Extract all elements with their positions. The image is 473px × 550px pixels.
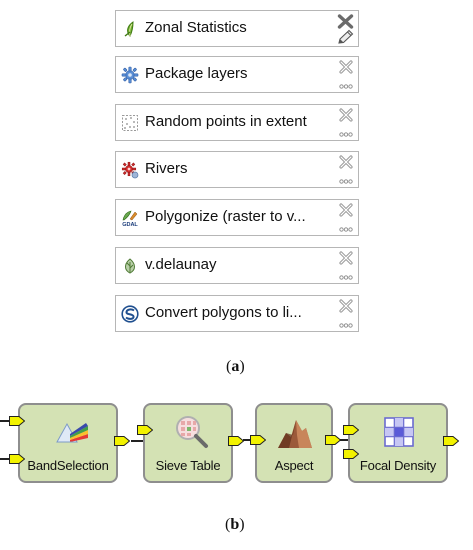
package-layers-icon — [121, 66, 139, 84]
caption-letter: a — [231, 358, 240, 375]
close-icon[interactable] — [339, 108, 353, 122]
caption-paren-open: ( — [225, 516, 231, 533]
algorithm-item-polygonize[interactable]: GDAL Polygonize (raster to v... — [115, 199, 359, 236]
caption-paren-close: ) — [239, 358, 245, 375]
more-options-icon[interactable] — [339, 132, 353, 137]
algorithm-item-v-delaunay[interactable]: v.delaunay — [115, 247, 359, 284]
block-label: Aspect — [274, 458, 314, 473]
block-aspect[interactable]: Aspect — [255, 403, 333, 483]
block-label: BandSelection — [27, 458, 109, 473]
gdal-icon: GDAL — [122, 210, 138, 227]
random-points-icon — [122, 115, 138, 131]
close-icon[interactable] — [339, 299, 353, 313]
focal-density-icon — [384, 417, 414, 447]
input-port[interactable] — [137, 425, 153, 435]
link-in-top — [0, 420, 10, 422]
svg-text:GDAL: GDAL — [122, 222, 138, 227]
algorithm-label: Polygonize (raster to v... — [145, 208, 306, 225]
algorithm-label: Rivers — [145, 160, 188, 177]
link-3-4 — [336, 439, 350, 441]
zonal-statistics-icon — [124, 21, 134, 37]
close-icon[interactable] — [339, 203, 353, 217]
algorithm-label: Package layers — [145, 65, 248, 82]
band-selection-icon — [56, 422, 88, 443]
caption-b: (b) — [225, 516, 245, 534]
algorithm-item-random-points[interactable]: Random points in extent — [115, 104, 359, 141]
rivers-icon — [121, 161, 139, 179]
input-port[interactable] — [9, 416, 25, 426]
caption-letter: b — [230, 516, 240, 533]
caption-a: (a) — [226, 358, 245, 376]
more-options-icon[interactable] — [339, 323, 353, 328]
saga-icon — [121, 305, 139, 323]
input-port[interactable] — [343, 425, 359, 435]
algorithm-item-rivers[interactable]: Rivers — [115, 151, 359, 188]
output-port[interactable] — [443, 436, 459, 446]
close-icon[interactable] — [339, 155, 353, 169]
input-port[interactable] — [343, 449, 359, 459]
algorithm-label: v.delaunay — [145, 256, 217, 273]
algorithm-label: Zonal Statistics — [145, 19, 247, 36]
block-label: Sieve Table — [155, 458, 221, 473]
delete-icon[interactable] — [337, 14, 354, 29]
algorithm-item-package-layers[interactable]: Package layers — [115, 56, 359, 93]
link-in-bottom — [0, 458, 10, 460]
algorithm-item-zonal-statistics[interactable]: Zonal Statistics — [115, 10, 359, 47]
input-port[interactable] — [9, 454, 25, 464]
more-options-icon[interactable] — [339, 84, 353, 89]
block-focal-density[interactable]: Focal Density — [348, 403, 448, 483]
block-band-selection[interactable]: BandSelection — [18, 403, 118, 483]
link-1-2 — [131, 440, 145, 442]
output-port[interactable] — [228, 436, 244, 446]
input-port[interactable] — [250, 435, 266, 445]
close-icon[interactable] — [339, 251, 353, 265]
block-label: Focal Density — [359, 458, 437, 473]
close-icon[interactable] — [339, 60, 353, 74]
output-port[interactable] — [325, 435, 341, 445]
edit-pencil-icon[interactable] — [336, 29, 354, 45]
aspect-icon — [278, 420, 312, 448]
algorithm-label: Convert polygons to li... — [145, 304, 302, 321]
caption-paren-open: ( — [226, 358, 232, 375]
sieve-table-icon — [176, 416, 208, 448]
grass-icon — [125, 258, 135, 274]
block-sieve-table[interactable]: Sieve Table — [143, 403, 233, 483]
algorithm-item-convert-polygons[interactable]: Convert polygons to li... — [115, 295, 359, 332]
more-options-icon[interactable] — [339, 227, 353, 232]
more-options-icon[interactable] — [339, 179, 353, 184]
output-port[interactable] — [114, 436, 130, 446]
caption-paren-close: ) — [239, 516, 245, 533]
algorithm-label: Random points in extent — [145, 113, 307, 130]
more-options-icon[interactable] — [339, 275, 353, 280]
